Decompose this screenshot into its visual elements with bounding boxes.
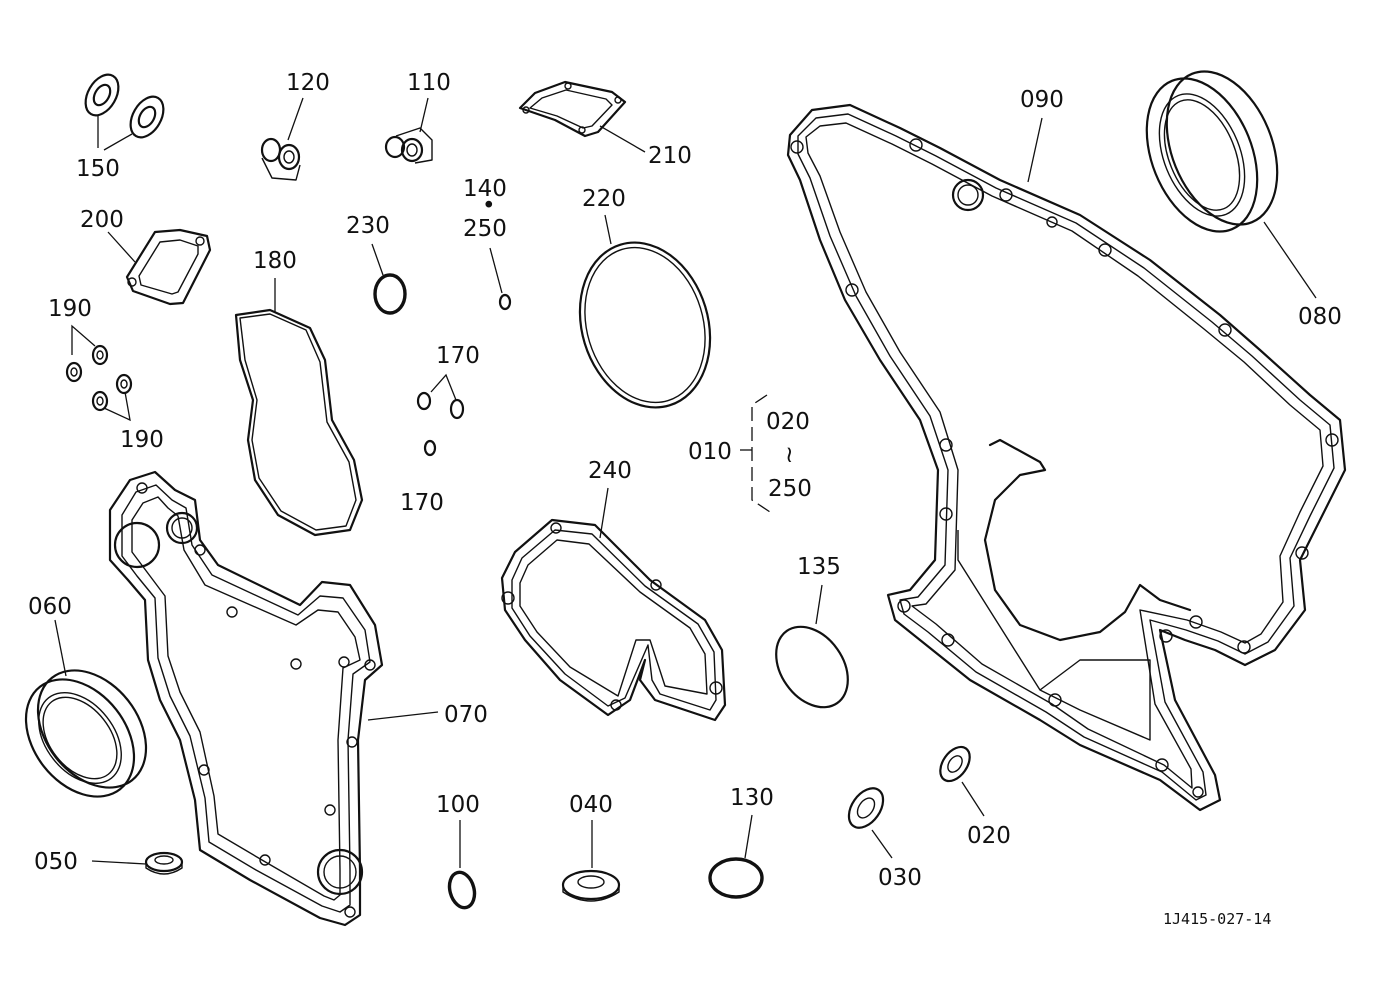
leader-150 xyxy=(97,115,133,151)
part-150-oil-seals xyxy=(84,73,165,139)
part-030-seal xyxy=(847,787,885,829)
part-220-o-ring xyxy=(578,241,712,409)
leader-070 xyxy=(367,711,439,721)
label-190-bottom: 190 xyxy=(120,427,164,453)
part-050-seal xyxy=(144,851,184,875)
part-040-washer xyxy=(561,869,621,902)
leader-120 xyxy=(287,97,304,141)
label-250-range: 250 xyxy=(768,476,812,502)
leader-230 xyxy=(371,243,384,276)
part-230-o-ring xyxy=(373,273,407,315)
label-190-top: 190 xyxy=(48,296,92,322)
part-060-oil-seal xyxy=(24,669,148,798)
label-010: 010 xyxy=(688,439,732,465)
leader-090 xyxy=(1027,117,1043,183)
part-200-gasket xyxy=(125,228,212,306)
label-090: 090 xyxy=(1020,87,1064,113)
diagram-code: 1J415-027-14 xyxy=(1163,910,1271,928)
leader-020 xyxy=(961,781,985,817)
label-230: 230 xyxy=(346,213,390,239)
leader-060 xyxy=(54,619,67,677)
part-140-250-small-o-ring xyxy=(498,293,512,311)
part-135-o-ring xyxy=(775,625,849,709)
label-020-range: 020 xyxy=(766,409,810,435)
leader-050 xyxy=(91,860,147,865)
part-110-fitting xyxy=(384,127,433,164)
label-135: 135 xyxy=(797,554,841,580)
leader-135 xyxy=(815,584,823,625)
label-240: 240 xyxy=(588,458,632,484)
leader-190 xyxy=(71,324,131,422)
label-170-bottom: 170 xyxy=(400,490,444,516)
label-020: 020 xyxy=(967,823,1011,849)
part-240-gasket xyxy=(500,518,727,722)
part-090-gear-case-gasket xyxy=(786,103,1347,812)
part-120-fitting xyxy=(260,137,301,181)
label-100: 100 xyxy=(436,792,480,818)
label-080: 080 xyxy=(1298,304,1342,330)
part-130-o-ring xyxy=(708,857,764,899)
label-range-symbol: ≀ xyxy=(785,442,794,468)
label-250-top: 250 xyxy=(463,216,507,242)
label-180: 180 xyxy=(253,248,297,274)
leader-210 xyxy=(599,125,646,153)
part-020-seal xyxy=(939,745,971,783)
part-080-oil-seal xyxy=(1145,70,1279,233)
leader-220 xyxy=(604,214,612,245)
label-170-top: 170 xyxy=(436,343,480,369)
leader-080 xyxy=(1263,221,1317,299)
part-170-o-rings xyxy=(416,391,465,457)
leader-240 xyxy=(599,487,609,539)
label-060: 060 xyxy=(28,594,72,620)
leader-170 xyxy=(430,373,457,401)
label-110: 110 xyxy=(407,70,451,96)
leader-140-250 xyxy=(489,247,503,294)
part-070-front-cover-gasket xyxy=(108,470,384,927)
part-180-gasket xyxy=(234,308,364,537)
label-dot: • xyxy=(482,193,496,219)
leader-200 xyxy=(107,231,136,263)
part-210-gasket xyxy=(518,80,627,138)
part-010-kit-bracket xyxy=(740,394,771,513)
part-190-washers xyxy=(65,344,133,412)
leader-110 xyxy=(419,97,429,133)
label-130: 130 xyxy=(730,785,774,811)
leader-130 xyxy=(744,814,753,859)
label-150: 150 xyxy=(76,156,120,182)
label-140: 140 xyxy=(463,176,507,202)
label-050: 050 xyxy=(34,849,78,875)
part-100-o-ring xyxy=(447,870,477,910)
label-070: 070 xyxy=(444,702,488,728)
part-number-labels: 150 120 110 210 140 • 250 220 200 230 18… xyxy=(28,70,1342,891)
label-120: 120 xyxy=(286,70,330,96)
leader-030 xyxy=(871,829,893,859)
label-200: 200 xyxy=(80,207,124,233)
label-030: 030 xyxy=(878,865,922,891)
label-220: 220 xyxy=(582,186,626,212)
label-210: 210 xyxy=(648,143,692,169)
label-040: 040 xyxy=(569,792,613,818)
